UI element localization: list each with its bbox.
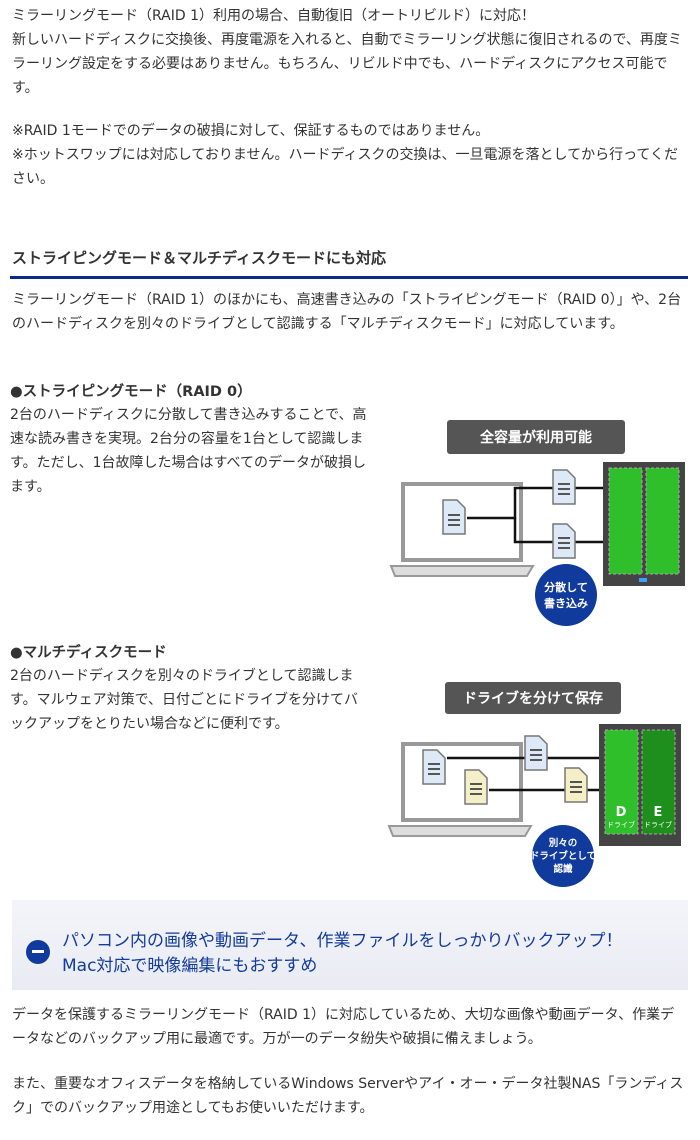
multidisk-badge-line2: ドライブとして xyxy=(530,850,596,862)
file-icon-lower xyxy=(552,523,576,559)
striping-badge-line1: 分散して xyxy=(544,580,588,594)
nas-led xyxy=(639,578,647,582)
feature-banner xyxy=(12,900,688,990)
minus-circle-icon xyxy=(26,940,50,964)
intro-paragraph: 新しいハードディスクに交換後、再度電源を入れると、自動でミラーリング状態に復旧さ… xyxy=(12,32,682,96)
multidisk-badge-line3: 認識 xyxy=(553,863,573,875)
striping-label: 全容量が利用可能 xyxy=(479,429,592,446)
feature-banner-text: パソコン内の画像や動画データ、作業ファイルをしっかりバックアップ！ Mac対応で… xyxy=(62,929,682,979)
striping-badge xyxy=(535,564,597,626)
banner-line-2: Mac対応で映像編集にもおすすめ xyxy=(62,956,318,976)
intro-note-raid: ※RAID 1モードでのデータの破損に対して、保証するものではありません。 xyxy=(12,123,490,139)
striping-badge-line2: 書き込み xyxy=(544,596,588,610)
section-heading: ストライピングモード＆マルチディスクモードにも対応 xyxy=(12,249,386,267)
drive-bay-d xyxy=(604,729,639,835)
multidisk-badge-line1: 別々の xyxy=(548,837,578,849)
multidisk-title: ●マルチディスクモード xyxy=(10,645,167,661)
striping-label-box xyxy=(447,420,625,454)
laptop-base-2 xyxy=(387,825,533,837)
banner-line-1: パソコン内の画像や動画データ、作業ファイルをしっかりバックアップ！ xyxy=(62,931,623,951)
outro-paragraph-2: また、重要なオフィスデータを格納しているWindows Serverやアイ・オー… xyxy=(12,1076,684,1116)
drive-bay-1 xyxy=(608,467,643,575)
laptop-base xyxy=(389,565,535,577)
multidisk-badge xyxy=(532,825,594,887)
multidisk-text: 2台のハードディスクを別々のドライブとして認識します。マルウェア対策で、日付ごと… xyxy=(10,668,359,732)
file-icon-blue-dest xyxy=(524,735,548,771)
striping-diagram: 全容量が利用可能 分散し xyxy=(389,420,685,626)
striping-title: ●ストライピングモード（RAID 0） xyxy=(10,384,252,400)
file-icon-yellow-dest xyxy=(564,767,588,803)
drive-bay-2 xyxy=(645,467,680,575)
drive-e-letter: E xyxy=(654,805,663,820)
drive-e-caption: ドライブ xyxy=(644,820,672,829)
file-icon-yellow-source xyxy=(464,769,488,805)
file-icon-blue-source xyxy=(422,749,446,785)
file-icon-upper xyxy=(552,469,576,505)
striping-text: 2台のハードディスクに分散して書き込みすることで、高速な読み書きを実現。2台分の… xyxy=(10,407,367,495)
intro-headline: ミラーリングモード（RAID 1）利用の場合、自動復旧（オートリビルド）に対応！ xyxy=(12,8,536,24)
laptop-screen-2 xyxy=(401,742,523,822)
drive-d-caption: ドライブ xyxy=(607,820,635,829)
section-heading-rule xyxy=(10,276,688,279)
multidisk-diagram: ドライブを分けて保存 xyxy=(387,682,681,887)
file-icon-source xyxy=(442,499,466,535)
drive-bay-e xyxy=(641,729,676,835)
intro-note-hotswap: ※ホットスワップには対応しておりません。ハードディスクの交換は、一旦電源を落とし… xyxy=(12,147,678,187)
drive-d-letter: D xyxy=(616,805,627,820)
multidisk-label-box xyxy=(445,682,621,714)
multidisk-label: ドライブを分けて保存 xyxy=(463,690,603,707)
section-paragraph: ミラーリングモード（RAID 1）のほかにも、高速書き込みの「ストライピングモー… xyxy=(12,292,682,332)
outro-paragraph-1: データを保護するミラーリングモード（RAID 1）に対応しているため、大切な画像… xyxy=(12,1007,675,1047)
